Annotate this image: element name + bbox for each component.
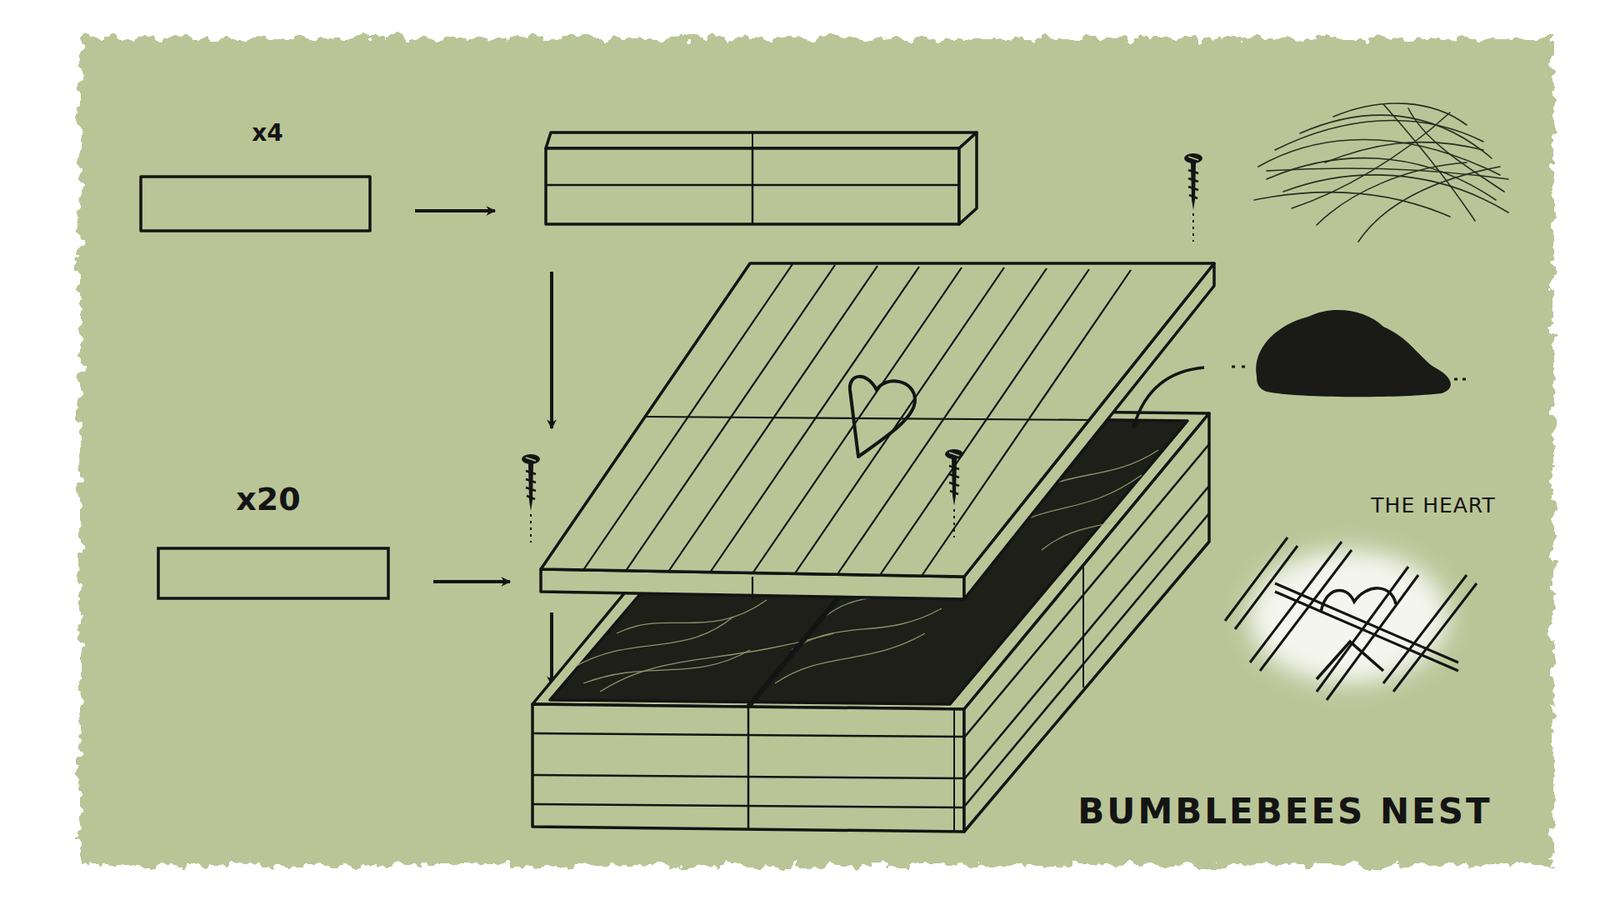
lid-part-part xyxy=(752,267,962,574)
heart-inset-part-part xyxy=(1235,545,1298,630)
hay-filling-part xyxy=(616,600,767,634)
nest-box-part xyxy=(532,804,965,808)
hay xyxy=(1254,103,1509,242)
plank-beam-part xyxy=(545,148,960,225)
hay-part xyxy=(1333,103,1467,125)
lid-part-part xyxy=(645,416,1090,420)
lid-part xyxy=(850,376,915,457)
plank-beam-part xyxy=(751,132,754,149)
plank-beam-part xyxy=(545,184,960,187)
plank xyxy=(158,548,389,599)
lid-part-part xyxy=(837,268,1047,575)
hay-part xyxy=(1358,166,1500,242)
heart-inset xyxy=(1225,537,1477,700)
heart-inset-part-part xyxy=(1250,541,1342,663)
heart-inset-part-part xyxy=(1275,591,1459,671)
nest-box-part xyxy=(532,704,965,832)
arrow-part xyxy=(415,209,495,213)
title: BUMBLEBEES NEST xyxy=(1077,792,1492,831)
hay-filling-part xyxy=(600,633,834,692)
arrow-part xyxy=(550,271,554,429)
hay-part xyxy=(1408,108,1505,192)
inset-label: THE HEART xyxy=(1370,494,1495,518)
lid-part-part xyxy=(921,270,1131,576)
arrow-part xyxy=(550,612,554,685)
paper-ground xyxy=(80,38,1554,865)
lid-part-part xyxy=(880,269,1090,575)
nest-box-part xyxy=(964,513,1210,807)
plank-part xyxy=(158,548,389,599)
heart-inset-part-part xyxy=(1326,575,1419,700)
soil-part xyxy=(1255,310,1451,397)
hay-part xyxy=(1266,168,1509,180)
nest-box-part xyxy=(747,706,750,830)
arrow-part xyxy=(433,580,510,584)
hay-part xyxy=(1325,142,1484,163)
lid-part-part xyxy=(751,576,754,600)
lid-part-part xyxy=(710,266,920,573)
heart-inset-part-part xyxy=(1316,641,1384,680)
nest-box-part xyxy=(532,775,965,779)
plank xyxy=(140,176,370,231)
screw-part xyxy=(945,449,964,538)
nest-box-part xyxy=(532,733,965,737)
hay-filling-part xyxy=(575,616,734,667)
hay-part xyxy=(1291,112,1450,209)
soil-part xyxy=(1231,365,1250,369)
arrow xyxy=(415,210,495,212)
arrow xyxy=(433,581,510,583)
plank-beam-part xyxy=(751,148,755,225)
lid-part-part xyxy=(795,267,1005,574)
hay-part xyxy=(1283,175,1509,213)
plank-beam-part xyxy=(959,132,977,225)
screw-part xyxy=(1184,153,1203,242)
quantity-label: x20 xyxy=(235,482,300,518)
heart-inset-part-part xyxy=(1320,588,1396,613)
hay-filling-part xyxy=(775,633,925,684)
soil xyxy=(1133,310,1467,429)
heart-inset-part-part xyxy=(1225,537,1288,621)
plank-beam xyxy=(545,132,977,225)
heart-inset-part xyxy=(1225,537,1477,700)
soil-part xyxy=(1454,378,1467,381)
hay-filling-part xyxy=(583,650,750,684)
quantity-label: x4 xyxy=(251,120,284,147)
screw xyxy=(521,153,1203,543)
plank-part xyxy=(140,176,370,231)
nest-box-part xyxy=(953,709,955,832)
paper-ground-part xyxy=(80,38,1554,865)
nest-box-part xyxy=(1082,566,1085,688)
lid-part xyxy=(540,263,1215,577)
lid xyxy=(540,263,1215,600)
heart-inset-part-part xyxy=(1383,575,1467,684)
hay-part xyxy=(1254,191,1450,217)
arrow xyxy=(550,271,554,685)
heart-inset-part-part xyxy=(1393,583,1477,692)
heart-inset-part-part xyxy=(1275,583,1459,663)
lid-part xyxy=(583,264,1131,600)
screw-part xyxy=(521,454,540,543)
plank-beam-part xyxy=(545,132,977,149)
soil-part xyxy=(1133,367,1205,429)
